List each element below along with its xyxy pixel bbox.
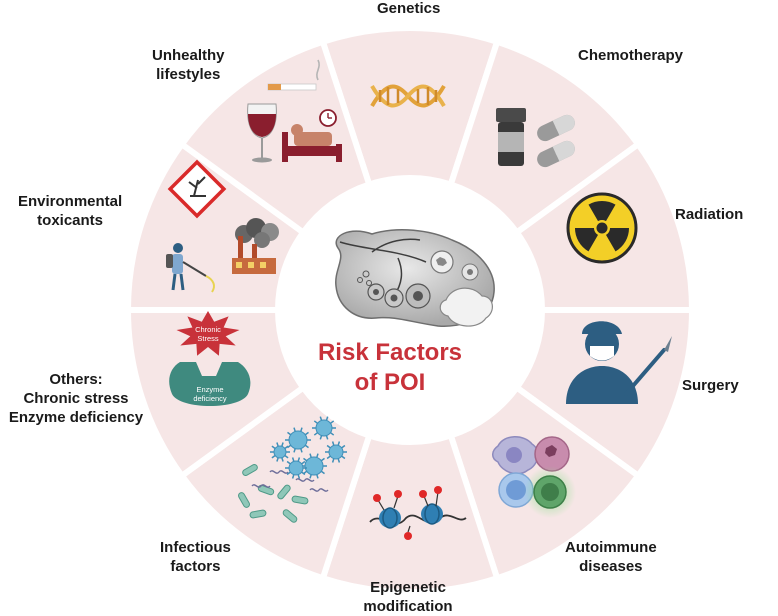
radiation-icon bbox=[566, 192, 638, 264]
label-lifestyles-line2: lifestyles bbox=[156, 66, 221, 83]
enzyme-shape bbox=[169, 362, 251, 406]
label-others-line1: Others: bbox=[49, 371, 103, 388]
enzyme-label-line1: Enzyme bbox=[196, 385, 223, 394]
toxic-hazard-icon bbox=[166, 159, 279, 293]
virus-icon bbox=[270, 442, 290, 462]
label-chemotherapy: Chemotherapy bbox=[578, 46, 683, 65]
virus-icon bbox=[312, 416, 336, 440]
label-autoimmune-line2: diseases bbox=[579, 558, 643, 575]
label-epigenetic-line2: modification bbox=[363, 598, 453, 615]
clock-icon bbox=[319, 109, 337, 127]
ovary-icon bbox=[335, 229, 495, 327]
immune-cells-icon bbox=[492, 436, 576, 518]
chronic-stress-star bbox=[176, 311, 240, 356]
label-radiation-line1: Radiation bbox=[675, 206, 744, 223]
spirochete-icon bbox=[309, 488, 329, 492]
label-epigenetic: Epigenetic modification bbox=[343, 578, 473, 616]
cigarette-icon bbox=[267, 59, 320, 91]
bacterium-icon bbox=[238, 492, 251, 508]
spirochete-icon bbox=[251, 484, 271, 488]
bacterium-icon bbox=[277, 484, 291, 500]
label-environmental-line2: toxicants bbox=[37, 212, 104, 229]
center-title-line1: Risk Factors bbox=[317, 339, 463, 366]
bacterium-icon bbox=[282, 509, 298, 523]
label-infectious-line1: Infectious bbox=[160, 539, 231, 556]
enzyme-label-line2: deficiency bbox=[193, 394, 227, 403]
stress-enzyme-icon: Chronic Stress Enzyme deficiency bbox=[169, 311, 251, 406]
label-genetics-line1: Genetics bbox=[377, 0, 441, 17]
label-environmental-line1: Environmental bbox=[18, 193, 123, 210]
surgeon-icon bbox=[566, 321, 672, 404]
label-genetics: Genetics bbox=[377, 0, 440, 18]
bacterium-icon bbox=[249, 509, 267, 519]
label-autoimmune: Autoimmune diseases bbox=[565, 538, 657, 576]
virus-icon bbox=[285, 427, 311, 453]
label-lifestyles-line1: Unhealthy bbox=[152, 47, 225, 64]
stress-label-line2: Stress bbox=[197, 334, 219, 343]
virus-icon bbox=[325, 441, 347, 463]
label-epigenetic-line1: Epigenetic bbox=[370, 579, 446, 596]
label-infectious-line2: factors bbox=[170, 558, 221, 575]
wine-cigarette-bed-icon bbox=[247, 59, 342, 163]
label-others: Others: Chronic stress Enzyme deficiency bbox=[0, 370, 152, 427]
label-autoimmune-line1: Autoimmune bbox=[565, 539, 657, 556]
label-chemotherapy-line1: Chemotherapy bbox=[578, 47, 684, 64]
spirochete-icon bbox=[269, 470, 289, 474]
label-environmental: Environmental toxicants bbox=[18, 192, 122, 230]
label-surgery: Surgery bbox=[682, 376, 739, 395]
label-radiation: Radiation bbox=[675, 205, 743, 224]
nucleosome-icon bbox=[369, 486, 467, 540]
stress-label-line1: Chronic bbox=[195, 325, 221, 334]
bed-icon bbox=[282, 124, 342, 162]
spirochete-icon bbox=[295, 478, 315, 482]
pathogens-icon bbox=[238, 416, 347, 523]
label-others-line2: Chronic stress bbox=[23, 390, 129, 407]
virus-icon bbox=[285, 457, 307, 479]
bacterium-icon bbox=[242, 464, 258, 476]
bacterium-icon bbox=[291, 495, 309, 505]
factory-icon bbox=[232, 218, 279, 274]
center-title-line2: of POI bbox=[354, 369, 426, 396]
virus-icon bbox=[301, 453, 327, 479]
dna-icon bbox=[370, 84, 446, 108]
sprayer-person-icon bbox=[166, 243, 215, 293]
label-surgery-line1: Surgery bbox=[682, 377, 739, 394]
label-others-line3: Enzyme deficiency bbox=[8, 409, 144, 426]
wine-glass-icon bbox=[247, 103, 277, 163]
pill-bottle-icon bbox=[496, 108, 575, 168]
label-infectious: Infectious factors bbox=[160, 538, 231, 576]
center-title: Risk Factors of POI bbox=[300, 338, 480, 398]
label-lifestyles: Unhealthy lifestyles bbox=[152, 46, 225, 84]
